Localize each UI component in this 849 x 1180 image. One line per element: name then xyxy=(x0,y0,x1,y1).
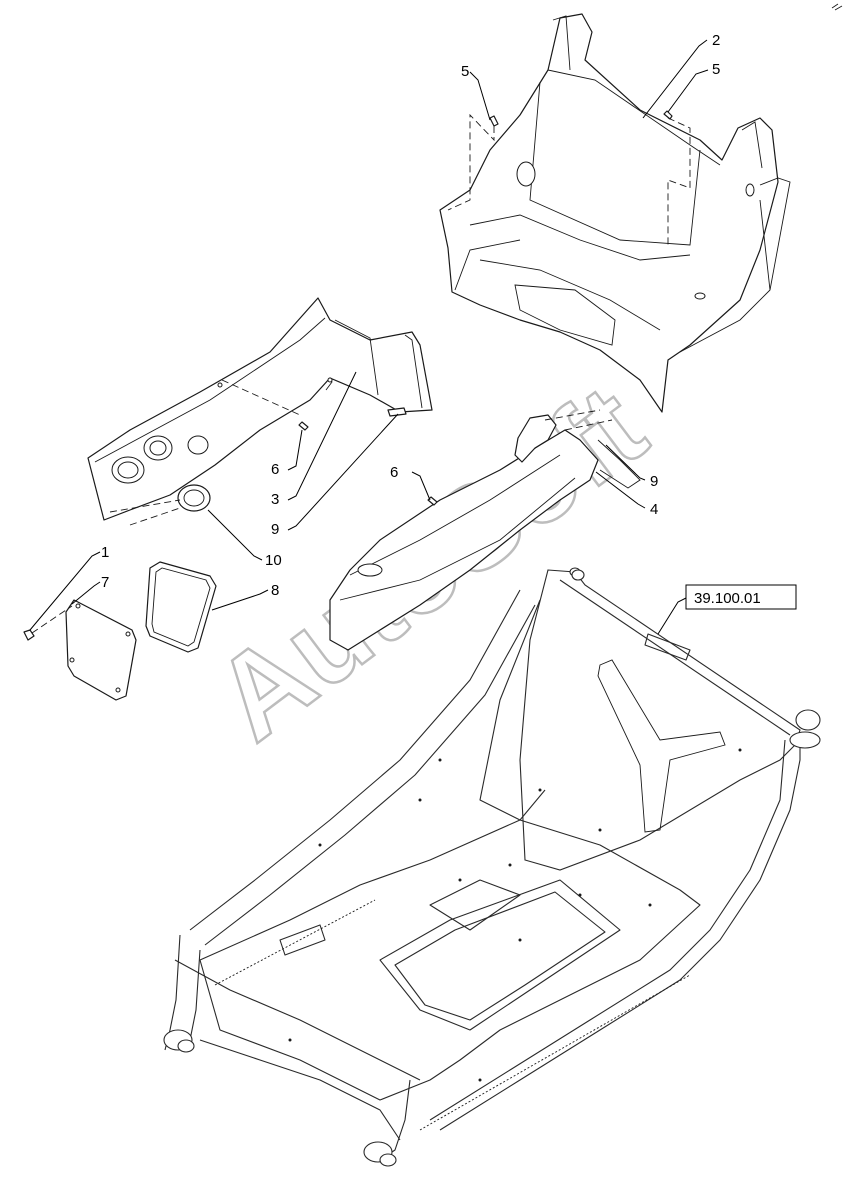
screw-6-center xyxy=(427,496,438,506)
callout-2: 2 xyxy=(712,32,720,49)
reference-box[interactable]: 39.100.01 xyxy=(685,584,797,610)
cover-plate xyxy=(65,599,137,701)
reference-label: 39.100.01 xyxy=(694,590,761,607)
callout-labels: 2 5 5 6 3 9 10 6 9 4 1 7 8 xyxy=(101,32,720,599)
dashboard-side-panel xyxy=(87,297,433,521)
leader-lines xyxy=(29,39,709,635)
callout-4: 4 xyxy=(650,501,658,518)
callout-3: 3 xyxy=(271,491,279,508)
gasket-seal xyxy=(145,561,217,653)
screw-5-right xyxy=(663,110,691,248)
fastener-1 xyxy=(23,605,73,641)
callout-10: 10 xyxy=(265,552,282,569)
callout-1: 1 xyxy=(101,544,109,561)
callout-5-left: 5 xyxy=(461,63,469,80)
screw-5-left xyxy=(447,113,499,211)
callout-7: 7 xyxy=(101,574,109,591)
callout-6-left: 6 xyxy=(271,461,279,478)
screw-6-left xyxy=(298,421,309,431)
callout-8: 8 xyxy=(271,582,279,599)
callout-9-left: 9 xyxy=(271,521,279,538)
air-vent xyxy=(109,484,211,526)
center-console-panel xyxy=(329,409,641,651)
callout-6-center: 6 xyxy=(390,464,398,481)
callout-9-right: 9 xyxy=(650,473,658,490)
clip-9-left xyxy=(387,407,407,417)
callout-5-right: 5 xyxy=(712,61,720,78)
corner-mark xyxy=(831,3,843,11)
rear-trim-panel xyxy=(439,13,791,413)
cab-frame xyxy=(163,567,821,1167)
